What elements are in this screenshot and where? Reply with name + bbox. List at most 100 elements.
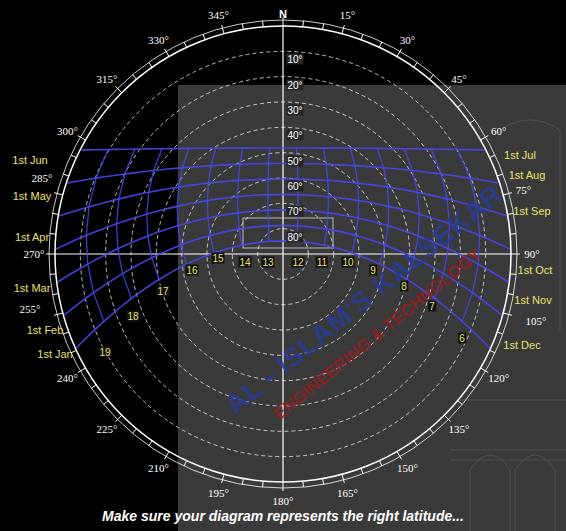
- azimuth-tick: [203, 34, 205, 40]
- azimuth-tick: [262, 481, 264, 487]
- azimuth-tick: [54, 193, 63, 195]
- month-label: 1st Mar: [14, 282, 51, 294]
- azimuth-label: 75°: [516, 184, 531, 196]
- azimuth-tick: [470, 120, 475, 123]
- azimuth-tick: [458, 104, 463, 108]
- altitude-label: 80°: [286, 231, 303, 242]
- north-label: N: [279, 8, 287, 20]
- azimuth-label: 330°: [148, 34, 169, 46]
- azimuth-tick: [262, 21, 264, 27]
- azimuth-label: 165°: [337, 487, 358, 499]
- azimuth-tick: [115, 86, 121, 92]
- azimuth-tick: [397, 451, 402, 459]
- azimuth-tick: [50, 233, 56, 235]
- azimuth-tick: [302, 21, 304, 27]
- azimuth-label: 240°: [57, 371, 78, 383]
- azimuth-tick: [222, 474, 224, 483]
- azimuth-tick: [497, 174, 503, 176]
- azimuth-tick: [222, 25, 224, 34]
- azimuth-tick: [510, 273, 516, 275]
- hour-label: 19: [98, 347, 111, 358]
- azimuth-tick: [242, 24, 243, 30]
- azimuth-tick: [165, 451, 170, 459]
- azimuth-label: 150°: [397, 462, 418, 474]
- azimuth-tick: [480, 136, 488, 141]
- hour-line: [323, 148, 328, 245]
- azimuth-tick: [397, 49, 402, 57]
- azimuth-label: 45°: [451, 73, 466, 85]
- hour-line: [177, 148, 189, 264]
- azimuth-tick: [458, 401, 463, 405]
- azimuth-tick: [508, 213, 514, 214]
- azimuth-tick: [508, 294, 514, 295]
- azimuth-tick: [91, 120, 96, 123]
- azimuth-label: 315°: [96, 73, 117, 85]
- azimuth-tick: [497, 332, 503, 334]
- sky-grid: [46, 17, 520, 491]
- azimuth-tick: [203, 468, 205, 474]
- azimuth-tick: [50, 273, 56, 275]
- month-label: 1st Dec: [503, 339, 540, 351]
- azimuth-label: 135°: [449, 423, 470, 435]
- azimuth-tick: [379, 461, 382, 466]
- azimuth-tick: [490, 350, 495, 353]
- altitude-label: 10°: [286, 54, 303, 65]
- hour-label: 16: [185, 265, 198, 276]
- hour-line: [117, 149, 135, 298]
- altitude-label: 30°: [286, 105, 303, 116]
- azimuth-tick: [323, 479, 324, 485]
- azimuth-tick: [104, 104, 109, 108]
- azimuth-label: 210°: [148, 462, 169, 474]
- azimuth-tick: [133, 429, 137, 434]
- azimuth-label: 285°: [32, 172, 53, 184]
- azimuth-label: 255°: [20, 303, 41, 315]
- hour-label: 17: [156, 286, 169, 297]
- azimuth-tick: [379, 42, 382, 47]
- month-label: 1st Jan: [37, 348, 72, 360]
- azimuth-tick: [302, 481, 304, 487]
- azimuth-tick: [46, 254, 55, 255]
- azimuth-tick: [361, 34, 363, 40]
- azimuth-tick: [184, 42, 187, 47]
- altitude-label: 40°: [286, 130, 303, 141]
- azimuth-tick: [149, 441, 152, 446]
- date-arc: [81, 148, 485, 150]
- tick-ring: [49, 20, 517, 488]
- azimuth-label: 345°: [208, 9, 229, 21]
- azimuth-tick: [511, 254, 520, 255]
- month-label: 1st Jun: [12, 154, 47, 166]
- month-label: 1st Apr: [15, 231, 49, 243]
- azimuth-tick: [165, 49, 170, 57]
- azimuth-label: 180°: [273, 495, 294, 507]
- azimuth-tick: [133, 75, 137, 80]
- azimuth-label: 30°: [400, 34, 415, 46]
- hour-label: 15: [211, 253, 224, 264]
- azimuth-label: 15°: [340, 9, 355, 21]
- hour-label: 13: [261, 257, 274, 268]
- hour-line: [86, 150, 108, 322]
- hour-line: [147, 149, 162, 280]
- azimuth-tick: [444, 86, 450, 92]
- hour-line: [268, 148, 270, 242]
- azimuth-label: 195°: [208, 487, 229, 499]
- month-label: 1st Jul: [504, 149, 536, 161]
- month-label: 1st Nov: [514, 294, 551, 306]
- azimuth-tick: [503, 193, 512, 195]
- azimuth-tick: [104, 401, 109, 405]
- month-label: 1st Oct: [518, 264, 553, 276]
- hour-label: 14: [238, 257, 251, 268]
- azimuth-tick: [510, 233, 516, 235]
- azimuth-tick: [242, 479, 243, 485]
- azimuth-tick: [430, 75, 434, 80]
- azimuth-label: 270°: [24, 248, 45, 260]
- azimuth-tick: [54, 313, 63, 315]
- month-label: 1st Aug: [509, 169, 546, 181]
- azimuth-tick: [78, 368, 86, 373]
- month-label: 1st May: [13, 190, 52, 202]
- horizon-circle: [55, 26, 511, 482]
- month-label: 1st Sep: [513, 205, 550, 217]
- hour-label: 18: [126, 311, 139, 322]
- hour-label: 6: [458, 333, 466, 344]
- azimuth-label: 60°: [491, 124, 506, 136]
